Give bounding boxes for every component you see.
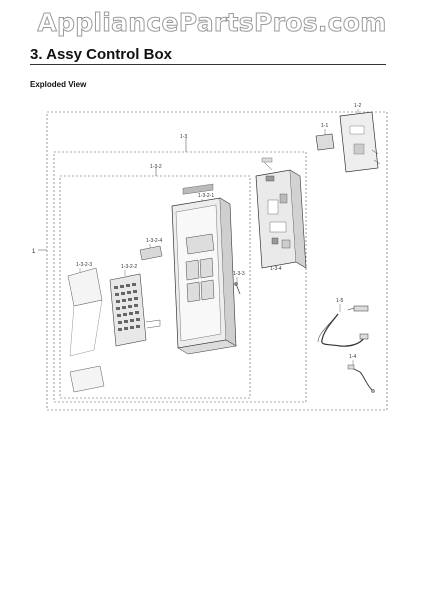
label-1-4: 1-4 xyxy=(349,354,356,360)
section-title: 3. Assy Control Box xyxy=(30,46,172,63)
label-1-3-2-4: 1-3-2-4 xyxy=(146,238,162,244)
wire-harness-part xyxy=(317,305,369,347)
label-1-1: 1-1 xyxy=(321,123,328,129)
label-1-3-2-1: 1-3-2-1 xyxy=(198,193,214,199)
keypad-membrane-part xyxy=(109,273,161,347)
main-pcb-part xyxy=(339,111,381,173)
label-1-2: 1-2 xyxy=(354,103,361,109)
screw-part xyxy=(234,282,241,295)
outer-assembly-boundary xyxy=(46,111,388,411)
label-1-5: 1-5 xyxy=(336,298,343,304)
pcb-small-part xyxy=(315,133,335,151)
control-panel-front-part xyxy=(171,183,237,355)
label-1-3-2-3: 1-3-2-3 xyxy=(76,262,92,268)
title-divider xyxy=(30,64,386,65)
label-1-3-2: 1-3-2 xyxy=(150,164,162,170)
control-box-housing-part xyxy=(255,157,307,269)
label-1-3-4: 1-3-4 xyxy=(270,266,282,272)
label-1-3-2-2: 1-3-2-2 xyxy=(121,264,137,270)
assy-1-3-boundary xyxy=(53,151,307,403)
watermark-logo: AppliancePartsPros.com xyxy=(37,8,387,38)
film-sheet-part xyxy=(67,267,103,307)
display-window-part xyxy=(139,245,163,261)
assy-1-3-2-boundary xyxy=(59,175,251,399)
label-1-3-3: 1-3-3 xyxy=(233,271,245,277)
diagram-subtitle: Exploded View xyxy=(30,80,87,89)
label-1-3: 1-3 xyxy=(180,134,187,140)
wire-lead-part xyxy=(347,364,375,393)
label-assy-1: 1 xyxy=(32,249,36,255)
